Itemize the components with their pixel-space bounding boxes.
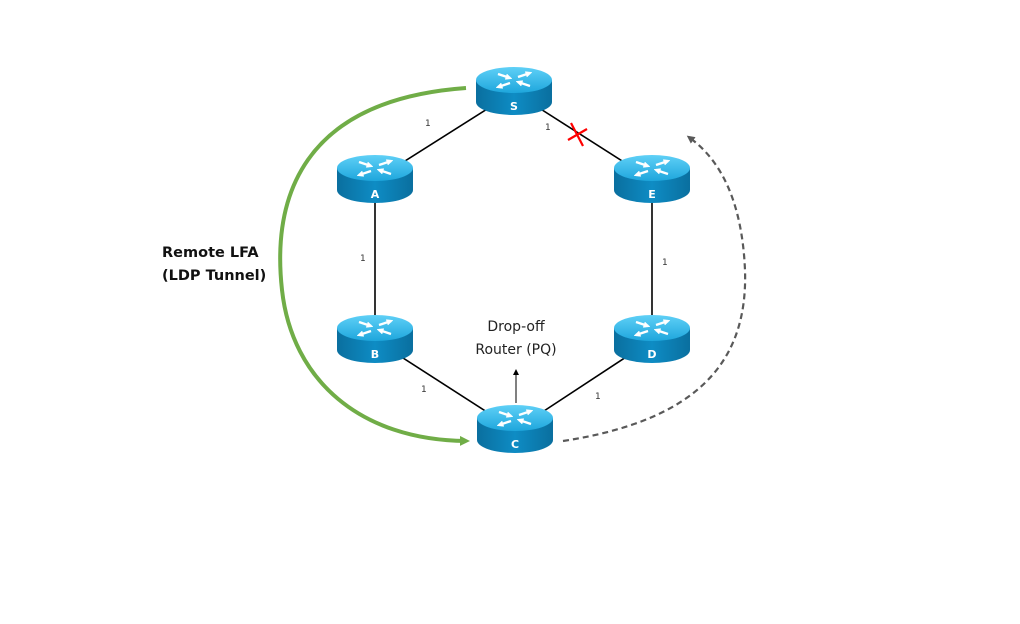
remote-lfa-tunnel-arrow xyxy=(278,86,470,446)
router-s[interactable]: S xyxy=(476,67,552,115)
router-arrows-icon xyxy=(633,319,671,337)
routers-layer: S A E B D C xyxy=(337,67,690,453)
router-arrows-icon xyxy=(356,319,394,337)
router-c[interactable]: C xyxy=(477,405,553,453)
link-cost-b-c: 1 xyxy=(421,385,427,395)
link-cost-s-e: 1 xyxy=(545,123,551,133)
link-failure-x-icon xyxy=(567,122,588,147)
links-layer xyxy=(374,91,653,431)
link-cost-e-d: 1 xyxy=(662,258,668,268)
post-tunnel-dashed-arrow xyxy=(562,135,747,443)
dropoff-router-label: Drop-off Router (PQ) xyxy=(468,316,564,362)
dropoff-label-line2: Router (PQ) xyxy=(475,342,557,358)
router-e[interactable]: E xyxy=(614,155,690,203)
remote-lfa-label-line1: Remote LFA xyxy=(162,245,259,261)
router-label: A xyxy=(371,188,380,201)
dropoff-label-line1: Drop-off xyxy=(487,319,545,335)
router-top xyxy=(614,315,690,341)
remote-lfa-label: Remote LFA (LDP Tunnel) xyxy=(162,242,266,288)
router-arrows-icon xyxy=(495,71,533,89)
link-cost-a-b: 1 xyxy=(360,254,366,264)
router-arrows-icon xyxy=(633,159,671,177)
router-arrows-icon xyxy=(356,159,394,177)
router-top xyxy=(476,67,552,93)
router-label: E xyxy=(648,188,656,201)
router-label: S xyxy=(510,100,518,113)
link-cost-d-c: 1 xyxy=(595,392,601,402)
router-arrows-icon xyxy=(496,409,534,427)
router-top xyxy=(614,155,690,181)
router-label: C xyxy=(511,438,519,451)
router-top xyxy=(337,155,413,181)
router-b[interactable]: B xyxy=(337,315,413,363)
router-label: D xyxy=(647,348,656,361)
router-label: B xyxy=(371,348,379,361)
link-cost-s-a: 1 xyxy=(425,119,431,129)
router-top xyxy=(337,315,413,341)
router-top xyxy=(477,405,553,431)
remote-lfa-label-line2: (LDP Tunnel) xyxy=(162,268,267,284)
router-d[interactable]: D xyxy=(614,315,690,363)
router-a[interactable]: A xyxy=(337,155,413,203)
